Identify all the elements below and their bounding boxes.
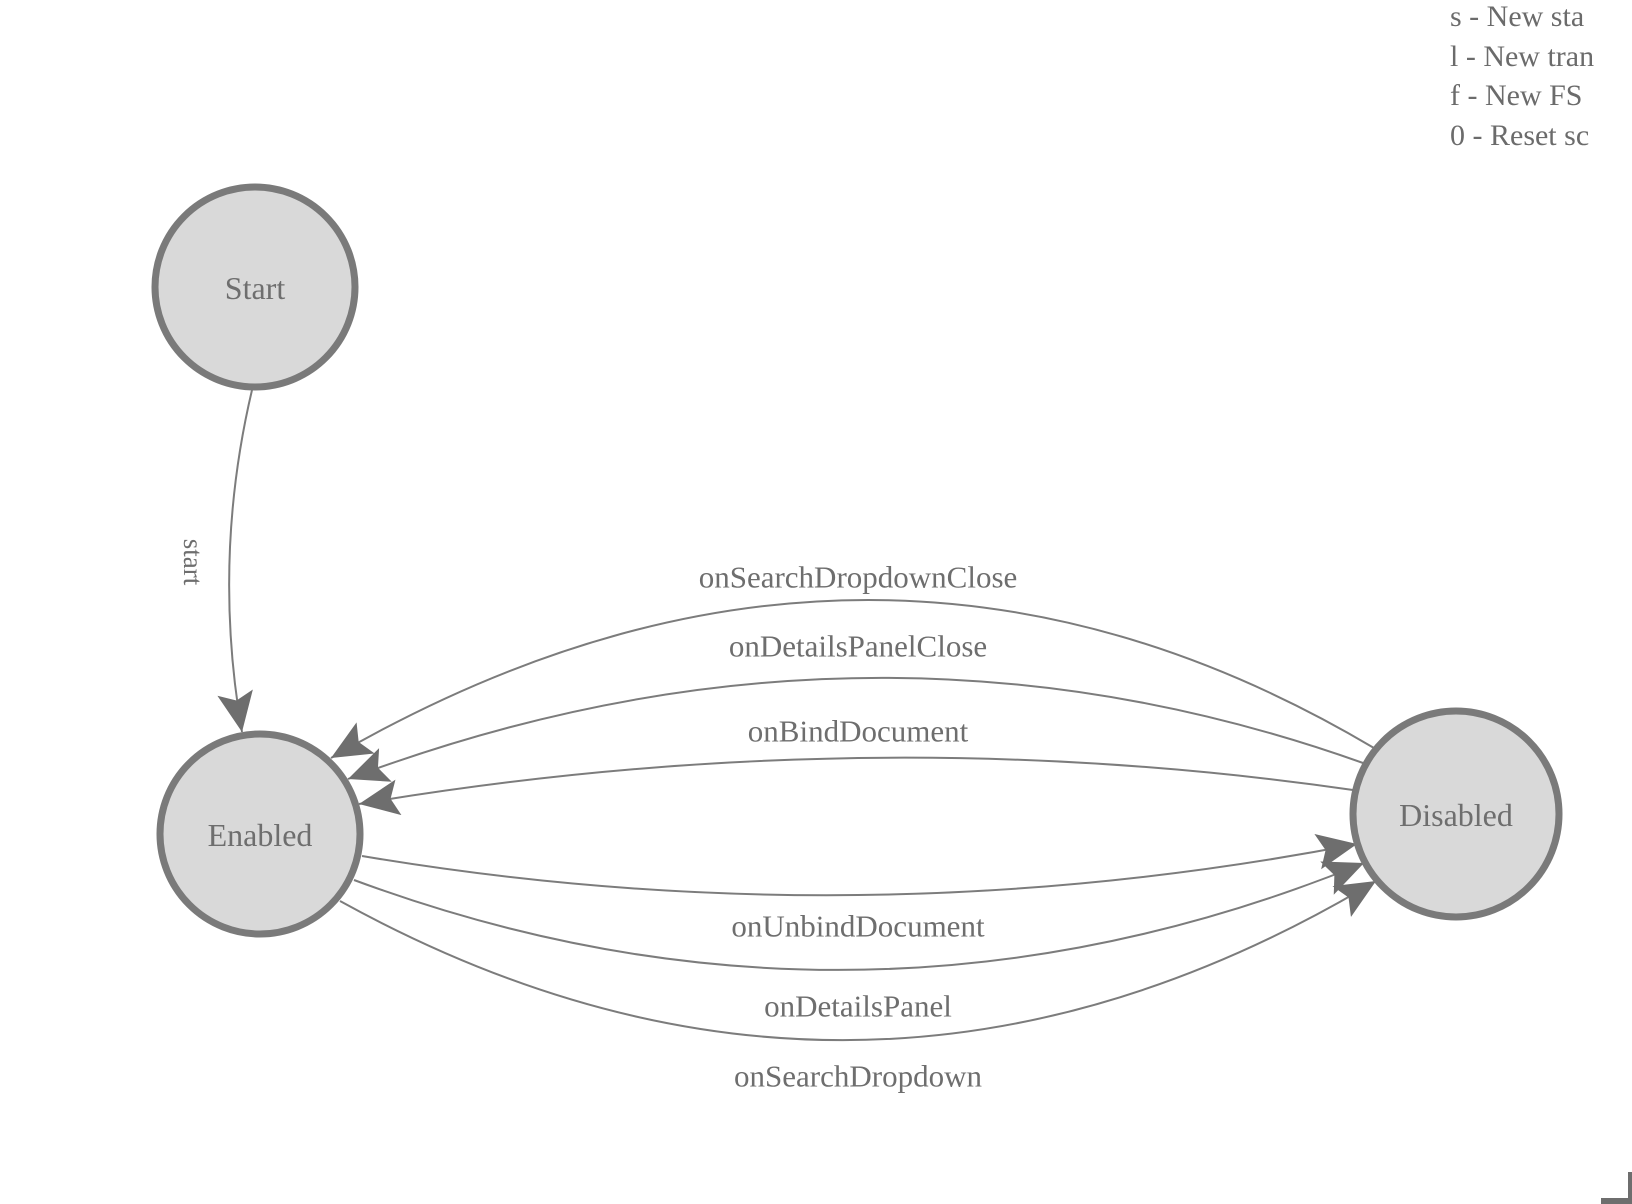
state-node-enabled[interactable]: Enabled <box>156 730 364 938</box>
transition-onUnbindDocument: onUnbindDocument <box>361 833 1358 944</box>
edge-path-onSearchDropdown <box>339 880 1377 1042</box>
legend-line-new-fsm: f - New FS <box>1450 79 1583 112</box>
state-circle-disabled[interactable] <box>1349 707 1563 921</box>
state-node-start[interactable]: Start <box>151 183 359 391</box>
edge-label-start: start <box>178 539 208 586</box>
edge-path-onSearchDropdownClose <box>330 599 1375 759</box>
edge-path-onDetailsPanelClose <box>347 676 1364 782</box>
transition-onSearchDropdownClose: onSearchDropdownClose <box>330 560 1375 759</box>
transition-onBindDocument: onBindDocument <box>358 714 1354 816</box>
edge-label-onBindDocument: onBindDocument <box>748 714 969 749</box>
legend-line-new-transition: l - New tran <box>1450 39 1595 73</box>
edge-label-onDetailsPanelClose: onDetailsPanelClose <box>729 629 987 664</box>
state-node-disabled[interactable]: Disabled <box>1349 707 1563 921</box>
state-label-start: Start <box>225 270 286 306</box>
edge-path-start <box>217 389 253 733</box>
edge-label-onUnbindDocument: onUnbindDocument <box>731 909 985 944</box>
transition-start: start <box>178 389 253 733</box>
resize-corner-handle[interactable] <box>1601 1172 1632 1204</box>
transition-onDetailsPanel: onDetailsPanel <box>353 861 1365 1024</box>
state-circle-start[interactable] <box>151 183 359 391</box>
edge-label-onSearchDropdown: onSearchDropdown <box>734 1059 982 1094</box>
state-circle-enabled[interactable] <box>156 730 364 938</box>
edge-path-onUnbindDocument <box>361 833 1358 897</box>
transition-onSearchDropdown: onSearchDropdown <box>339 880 1377 1094</box>
edge-path-onDetailsPanel <box>353 861 1365 971</box>
edge-label-onDetailsPanel: onDetailsPanel <box>764 989 952 1024</box>
edge-label-onSearchDropdownClose: onSearchDropdownClose <box>699 560 1018 595</box>
state-label-disabled: Disabled <box>1399 797 1513 833</box>
state-label-enabled: Enabled <box>208 817 313 853</box>
legend-line-new-state: s - New sta <box>1450 0 1585 33</box>
legend-line-reset: 0 - Reset sc <box>1450 118 1590 152</box>
edge-path-onBindDocument <box>358 756 1354 816</box>
shortcut-legend: s - New sta l - New tran f - New FS 0 - … <box>1450 0 1594 155</box>
transition-onDetailsPanelClose: onDetailsPanelClose <box>347 629 1364 782</box>
